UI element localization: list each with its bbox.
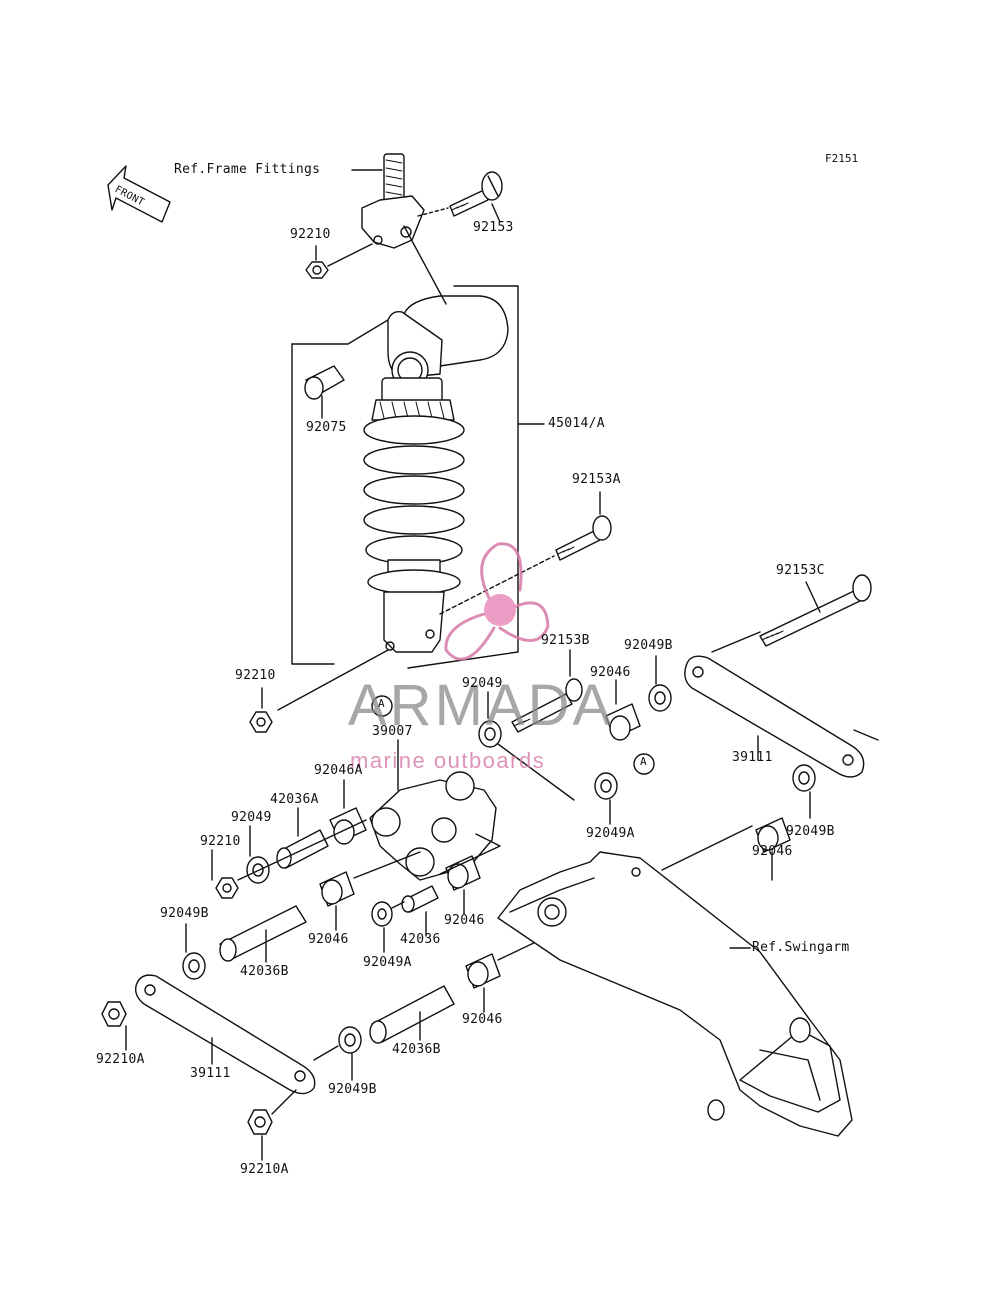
part-label: 92210 <box>200 834 241 849</box>
part-label: 92075 <box>306 420 347 435</box>
collar-92075-icon <box>304 365 345 400</box>
link-39111-right-icon <box>684 655 865 778</box>
part-label: 92046 <box>444 913 485 928</box>
bearing-92046-right-icon <box>605 703 641 741</box>
part-label: 92153 <box>473 220 514 235</box>
part-label: 92046 <box>752 844 793 859</box>
watermark-brand: ARMADA <box>348 673 615 738</box>
part-label: 92153B <box>541 633 590 648</box>
washer-92049B-left-icon <box>182 952 206 980</box>
marker-a-right-icon <box>633 753 655 775</box>
washer-92049B-bottom-icon <box>338 1026 362 1054</box>
bearing-92046-lower-mid-icon <box>445 855 481 891</box>
part-label: 92049B <box>624 638 673 653</box>
nut-92210-left-icon <box>215 877 239 899</box>
ref-swingarm-label: Ref.Swingarm <box>752 940 850 955</box>
part-label: 92049B <box>160 906 209 921</box>
bearing-92046-bottom-icon <box>465 953 501 989</box>
part-label: 92049A <box>586 826 635 841</box>
washer-92049B-upper-icon <box>648 684 672 712</box>
part-label: 92210A <box>240 1162 289 1177</box>
bolt-92153A-icon <box>555 515 612 561</box>
part-label: 92210A <box>96 1052 145 1067</box>
shock-absorber <box>363 295 509 653</box>
part-label: 39111 <box>190 1066 231 1081</box>
part-label: 39111 <box>732 750 773 765</box>
nut-92210-middle-icon <box>249 711 273 733</box>
washer-92049B-right-icon <box>792 764 816 792</box>
part-label: 42036 <box>400 932 441 947</box>
part-label: 45014/A <box>548 416 605 431</box>
nut-92210A-right-icon <box>247 1109 273 1135</box>
part-label: 92049B <box>786 824 835 839</box>
link-39111-left-icon <box>134 974 316 1095</box>
bolt-92153-icon <box>449 171 503 217</box>
front-arrow-icon <box>107 165 171 223</box>
part-label: 42036B <box>392 1042 441 1057</box>
collar-42036-icon <box>401 885 439 913</box>
marker-a-left-label: A <box>378 697 385 710</box>
part-label: 92046 <box>462 1012 503 1027</box>
marker-a-right-label: A <box>640 755 647 768</box>
part-label: 92153C <box>776 563 825 578</box>
watermark-logo-icon <box>444 542 550 661</box>
part-label: 92049B <box>328 1082 377 1097</box>
part-label: 92049A <box>363 955 412 970</box>
figure-code: F2151 <box>825 152 859 165</box>
part-label: 92046 <box>590 665 631 680</box>
part-label: 92049 <box>231 810 272 825</box>
watermark-tagline: marine outboards <box>350 748 546 773</box>
part-label: 92046 <box>308 932 349 947</box>
part-label: 92046A <box>314 763 363 778</box>
marker-a-left-icon <box>371 695 393 717</box>
bearing-92046-center-icon <box>319 871 355 907</box>
bolt-92153C-icon <box>759 574 872 647</box>
part-label: 92049 <box>462 676 503 691</box>
part-label: 39007 <box>372 724 413 739</box>
bolt-92153B-icon <box>511 678 583 733</box>
collar-42036B-left-icon <box>219 905 307 962</box>
bearing-92046A-icon <box>329 807 367 845</box>
washer-92049A-right-icon <box>594 772 618 800</box>
collar-42036B-bottom-icon <box>369 985 455 1044</box>
part-label: 92153A <box>572 472 621 487</box>
part-label: 42036B <box>240 964 289 979</box>
nut-92210-top-icon <box>305 261 329 279</box>
ref-frame-fittings-label: Ref.Frame Fittings <box>174 162 321 177</box>
shock-bracket-left <box>291 343 335 665</box>
washer-92049A-left-icon <box>371 901 393 927</box>
bearing-92046-swingarm-icon <box>755 817 791 853</box>
swingarm <box>497 851 853 1137</box>
frame-fitting-bracket <box>361 153 425 249</box>
nut-92210A-left-icon <box>101 1001 127 1027</box>
part-label: 92210 <box>235 668 276 683</box>
part-label: 42036A <box>270 792 319 807</box>
washer-92049-icon <box>478 720 502 748</box>
part-label: 92210 <box>290 227 331 242</box>
